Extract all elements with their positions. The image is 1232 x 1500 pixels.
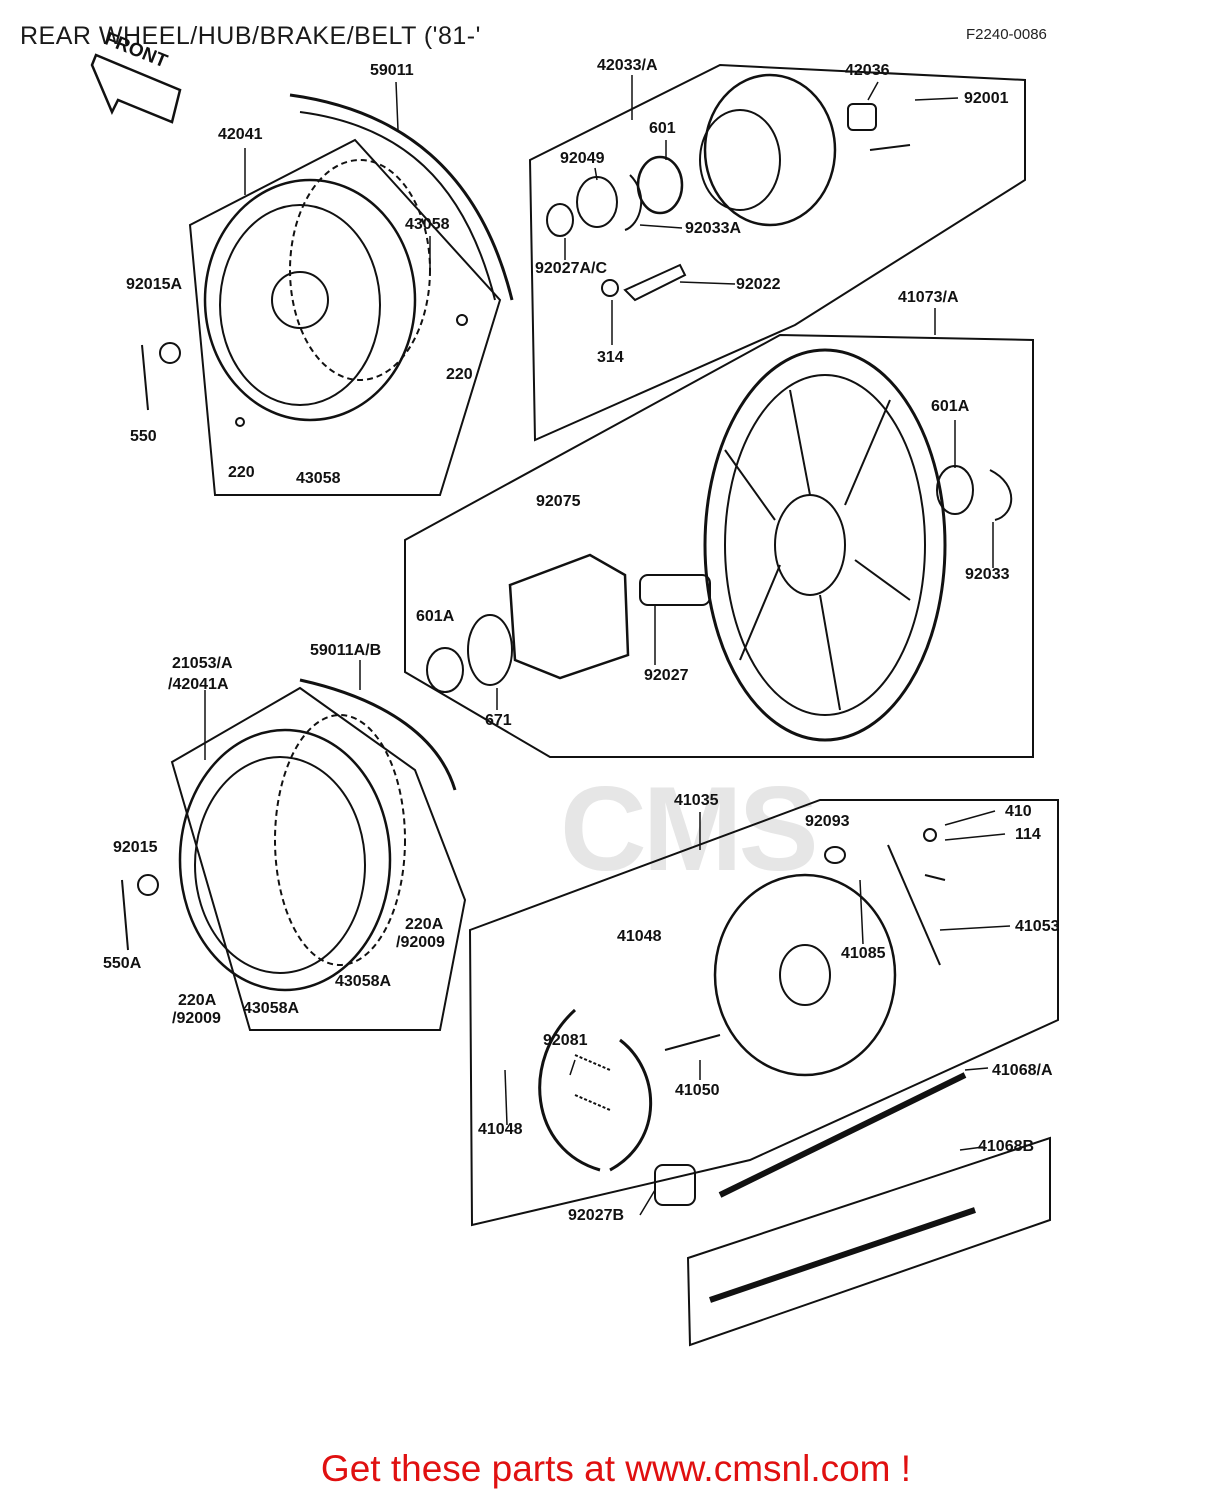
- bearing-601: [636, 155, 684, 215]
- collar-92027B: [654, 1164, 696, 1206]
- pulley-42041: [203, 178, 417, 422]
- part-label-41073A[interactable]: 41073/A: [898, 289, 959, 306]
- diagram-code: F2240-0086: [966, 26, 1047, 43]
- part-label-92027[interactable]: 92027: [644, 667, 689, 684]
- bolt-114: [924, 874, 946, 881]
- brake-shoe-41048-bottom: [609, 1038, 653, 1172]
- hub-42033: [703, 73, 837, 227]
- part-label-92033[interactable]: 92033: [965, 566, 1010, 583]
- part-label-220A-bottom[interactable]: 220A: [178, 992, 217, 1009]
- group-panel-pulley: [188, 138, 502, 496]
- part-label-92027AC[interactable]: 92027A/C: [535, 260, 608, 277]
- part-label-550A[interactable]: 550A: [103, 955, 142, 972]
- oring-671: [467, 614, 513, 686]
- bearing-601A-left: [426, 647, 464, 693]
- part-label-21053A[interactable]: 21053/A: [172, 655, 233, 672]
- part-label-42033A[interactable]: 42033/A: [597, 57, 658, 74]
- diagram-title: REAR WHEEL/HUB/BRAKE/BELT ('81-': [20, 22, 481, 50]
- group-panel-brake: [468, 799, 1059, 1227]
- part-label-92033A[interactable]: 92033A: [685, 220, 742, 237]
- front-arrow-icon: [90, 53, 182, 124]
- nut-314: [601, 279, 619, 297]
- part-label-114[interactable]: 114: [1015, 826, 1041, 843]
- part-label-92009-right[interactable]: /92009: [396, 934, 445, 951]
- axle-41068B: [709, 1207, 976, 1303]
- part-label-41035[interactable]: 41035: [674, 792, 719, 809]
- part-label-41068B[interactable]: 41068B: [978, 1138, 1035, 1155]
- spring-92081: [574, 1054, 611, 1111]
- part-label-92027B[interactable]: 92027B: [568, 1207, 625, 1224]
- nut-92015A: [159, 342, 181, 364]
- part-label-601A-right[interactable]: 601A: [931, 398, 970, 415]
- collar-42036: [847, 103, 877, 131]
- part-label-92001[interactable]: 92001: [964, 90, 1009, 107]
- part-label-92093[interactable]: 92093: [805, 813, 850, 830]
- plate-92022: [623, 263, 687, 302]
- part-label-671[interactable]: 671: [485, 712, 512, 729]
- camshaft-41050: [664, 1034, 721, 1051]
- part-label-43058A-bottom[interactable]: 43058A: [243, 1000, 300, 1017]
- part-label-43058-bottom[interactable]: 43058: [296, 470, 341, 487]
- part-label-220A-right[interactable]: 220A: [405, 916, 444, 933]
- part-label-314[interactable]: 314: [597, 349, 624, 366]
- part-label-41048-top[interactable]: 41048: [617, 928, 662, 945]
- part-label-410[interactable]: 410: [1005, 803, 1032, 820]
- circlip-92033: [989, 469, 1013, 521]
- part-label-601A-left[interactable]: 601A: [416, 608, 455, 625]
- part-label-42036[interactable]: 42036: [845, 62, 890, 79]
- part-label-59011AB[interactable]: 59011A/B: [310, 642, 382, 659]
- seal-92049: [576, 176, 618, 228]
- collar-92027: [639, 574, 711, 606]
- bolt-92001: [869, 144, 911, 151]
- part-label-220-right[interactable]: 220: [446, 366, 473, 383]
- part-label-92049[interactable]: 92049: [560, 150, 605, 167]
- part-label-41053[interactable]: 41053: [1015, 918, 1060, 935]
- footer-link[interactable]: Get these parts at www.cmsnl.com !: [320, 1448, 912, 1489]
- lever-41053: [887, 844, 941, 966]
- group-panel-pulley-alt: [170, 686, 467, 1031]
- wire-550: [141, 344, 149, 411]
- drive-belt-bottom: [299, 678, 457, 791]
- part-label-92075[interactable]: 92075: [536, 493, 581, 510]
- part-label-43058-top[interactable]: 43058: [405, 216, 450, 233]
- group-panel-axle: [686, 1136, 1051, 1347]
- wire-550A: [121, 879, 129, 951]
- collar-92027A: [546, 203, 574, 237]
- brake-shoe-41048-top: [538, 1008, 601, 1172]
- part-label-92081[interactable]: 92081: [543, 1032, 588, 1049]
- part-label-601[interactable]: 601: [649, 120, 676, 137]
- group-panel-hub: [528, 63, 1026, 442]
- nut-92015: [137, 874, 159, 896]
- part-label-41050[interactable]: 41050: [675, 1082, 720, 1099]
- pulley-21053: [178, 728, 392, 992]
- circlip-92033A: [624, 174, 643, 231]
- axle-41068A: [718, 1072, 967, 1198]
- brake-panel-41035: [713, 873, 897, 1077]
- part-label-550[interactable]: 550: [130, 428, 157, 445]
- damper-92075: [508, 553, 630, 680]
- part-label-41048-bottom[interactable]: 41048: [478, 1121, 523, 1138]
- part-label-43058A-right[interactable]: 43058A: [335, 973, 392, 990]
- watermark-text: CMS: [560, 762, 819, 896]
- part-label-42041A[interactable]: /42041A: [168, 676, 229, 693]
- group-panel-wheel: [404, 333, 1034, 758]
- part-label-59011[interactable]: 59011: [370, 62, 414, 79]
- drive-belt-top: [289, 93, 514, 301]
- bearing-601A-right: [936, 465, 974, 515]
- part-label-92022[interactable]: 92022: [736, 276, 781, 293]
- part-label-220-bottom[interactable]: 220: [228, 464, 255, 481]
- washer-92093: [824, 846, 846, 864]
- part-label-41085[interactable]: 41085: [841, 945, 886, 962]
- wheel-41073: [703, 348, 947, 742]
- part-label-41068A[interactable]: 41068/A: [992, 1062, 1053, 1079]
- washer-410: [923, 828, 937, 842]
- part-label-92015[interactable]: 92015: [113, 839, 158, 856]
- part-label-42041[interactable]: 42041: [218, 126, 263, 143]
- part-label-92009-bottom[interactable]: /92009: [172, 1010, 221, 1027]
- part-label-92015A[interactable]: 92015A: [126, 276, 183, 293]
